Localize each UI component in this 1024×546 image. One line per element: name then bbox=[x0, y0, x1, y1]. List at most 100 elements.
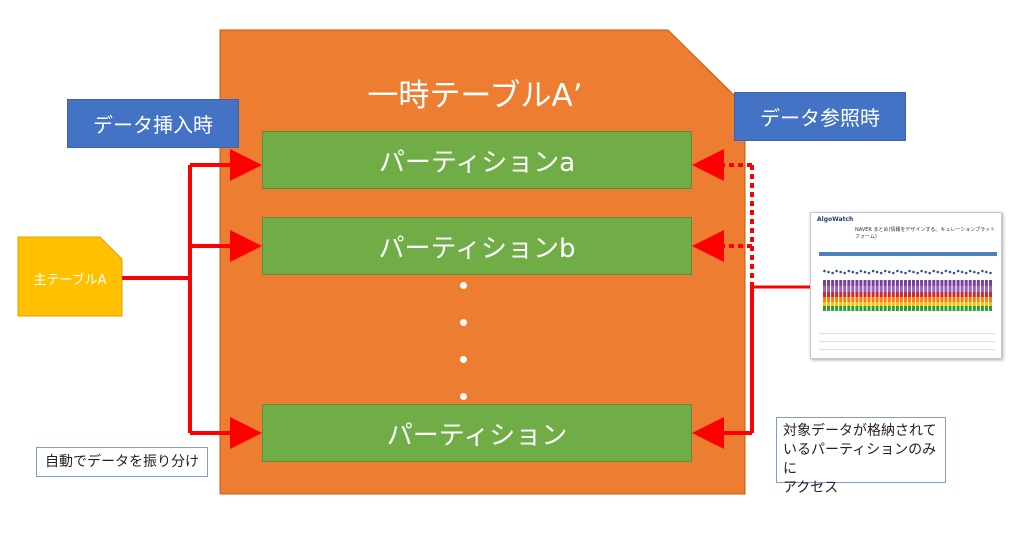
thumb-bar-segment bbox=[823, 297, 826, 302]
thumb-bar-segment bbox=[835, 306, 839, 311]
thumb-bar-segment bbox=[968, 297, 972, 302]
thumb-bar-segment bbox=[960, 306, 964, 311]
thumb-bar-segment bbox=[904, 306, 907, 311]
partition-a: パーティションa bbox=[262, 131, 692, 189]
thumb-bar-segment bbox=[895, 286, 899, 292]
thumb-bar-segment bbox=[904, 302, 907, 306]
thumb-bar-segment bbox=[940, 280, 944, 286]
thumb-bar-segment bbox=[924, 280, 928, 286]
thumb-bar-segment bbox=[960, 297, 964, 302]
thumb-bar-segment bbox=[984, 306, 988, 311]
thumb-bar-segment bbox=[867, 280, 871, 286]
thumb-bar-segment bbox=[879, 306, 883, 311]
thumb-point bbox=[859, 269, 863, 273]
thumb-bar-segment bbox=[887, 280, 891, 286]
thumb-bar-segment bbox=[863, 302, 867, 306]
thumb-bar-segment bbox=[936, 302, 940, 306]
thumb-bar-segment bbox=[879, 297, 883, 302]
thumb-bar-segment bbox=[831, 280, 835, 286]
thumb-bar-segment bbox=[928, 306, 932, 311]
thumb-point bbox=[928, 271, 931, 275]
thumb-bar-segment bbox=[944, 297, 948, 302]
thumb-bar-segment bbox=[948, 280, 952, 286]
thumb-bar-segment bbox=[891, 292, 895, 297]
thumb-bar-segment bbox=[899, 292, 903, 297]
thumb-bar-segment bbox=[980, 286, 984, 292]
thumb-bar-segment bbox=[964, 286, 968, 292]
thumb-bar-segment bbox=[863, 306, 867, 311]
thumb-bar-segment bbox=[867, 302, 871, 306]
thumb-bar-segment bbox=[843, 280, 847, 286]
thumb-bar-segment bbox=[976, 302, 980, 306]
thumb-bar-segment bbox=[928, 280, 932, 286]
thumb-point bbox=[977, 271, 980, 275]
thumb-bar-segment bbox=[835, 286, 839, 292]
thumb-bar-segment bbox=[928, 302, 932, 306]
thumb-bar-segment bbox=[839, 302, 843, 306]
thumb-bar-segment bbox=[871, 292, 875, 297]
thumb-bar-segment bbox=[944, 306, 948, 311]
thumb-bar-segment bbox=[964, 292, 968, 297]
thumb-bar-segment bbox=[960, 280, 964, 286]
thumb-bar-segment bbox=[843, 292, 847, 297]
thumb-point bbox=[855, 271, 859, 275]
thumb-bar-segment bbox=[887, 306, 891, 311]
thumb-point bbox=[940, 271, 944, 275]
thumb-bar-segment bbox=[948, 292, 952, 297]
thumb-bar-segment bbox=[823, 292, 826, 297]
thumb-point bbox=[904, 271, 907, 275]
thumb-point bbox=[956, 269, 960, 273]
thumb-point bbox=[863, 270, 867, 274]
thumb-point bbox=[920, 269, 923, 273]
thumb-bar-segment bbox=[851, 292, 855, 297]
thumb-bar-segment bbox=[936, 306, 940, 311]
thumb-bar-segment bbox=[980, 297, 984, 302]
thumb-bar-segment bbox=[859, 286, 863, 292]
thumb-bar-segment bbox=[863, 286, 867, 292]
thumb-bar-segment bbox=[952, 297, 956, 302]
thumbnail-header-bar bbox=[819, 252, 997, 256]
thumb-point bbox=[835, 269, 838, 273]
thumb-bar-segment bbox=[855, 302, 859, 306]
thumb-point bbox=[847, 269, 851, 273]
thumb-bar-segment bbox=[847, 306, 851, 311]
thumb-bar-segment bbox=[920, 297, 924, 302]
thumb-bar-segment bbox=[859, 306, 863, 311]
thumb-bar-segment bbox=[895, 302, 899, 306]
thumb-bar-segment bbox=[936, 292, 940, 297]
thumb-point bbox=[964, 271, 968, 275]
thumb-bar-segment bbox=[908, 302, 911, 306]
thumb-bar-segment bbox=[839, 306, 843, 311]
thumb-bar-segment bbox=[855, 306, 859, 311]
thumb-bar-segment bbox=[879, 292, 883, 297]
thumb-bar-segment bbox=[968, 286, 972, 292]
thumb-bar-segment bbox=[887, 292, 891, 297]
thumb-bar-segment bbox=[859, 302, 863, 306]
thumb-bar-segment bbox=[891, 286, 895, 292]
thumb-bar-segment bbox=[847, 302, 851, 306]
thumb-bar-segment bbox=[835, 302, 839, 306]
thumb-bar-segment bbox=[952, 302, 956, 306]
thumb-bar-segment bbox=[948, 286, 952, 292]
thumb-bar-segment bbox=[924, 292, 928, 297]
thumb-bar-segment bbox=[960, 302, 964, 306]
thumb-bar-segment bbox=[899, 302, 903, 306]
thumb-bar-segment bbox=[875, 280, 879, 286]
thumb-bar-segment bbox=[932, 297, 936, 302]
thumb-bar-segment bbox=[867, 286, 871, 292]
thumb-bar-segment bbox=[972, 280, 976, 286]
thumb-bar-segment bbox=[980, 302, 984, 306]
thumb-bar-segment bbox=[920, 306, 924, 311]
thumb-bar-segment bbox=[972, 297, 976, 302]
thumb-bar-segment bbox=[964, 297, 968, 302]
thumb-bar-segment bbox=[831, 306, 835, 311]
thumb-bar-segment bbox=[989, 302, 992, 306]
thumb-bar-segment bbox=[912, 302, 915, 306]
thumb-bar-segment bbox=[940, 286, 944, 292]
thumb-point bbox=[875, 270, 879, 274]
thumb-bar-segment bbox=[924, 302, 928, 306]
thumb-bar-segment bbox=[989, 286, 992, 292]
reference-arrows bbox=[692, 149, 810, 449]
thumb-bar-segment bbox=[823, 306, 826, 311]
thumb-bar-segment bbox=[867, 306, 871, 311]
